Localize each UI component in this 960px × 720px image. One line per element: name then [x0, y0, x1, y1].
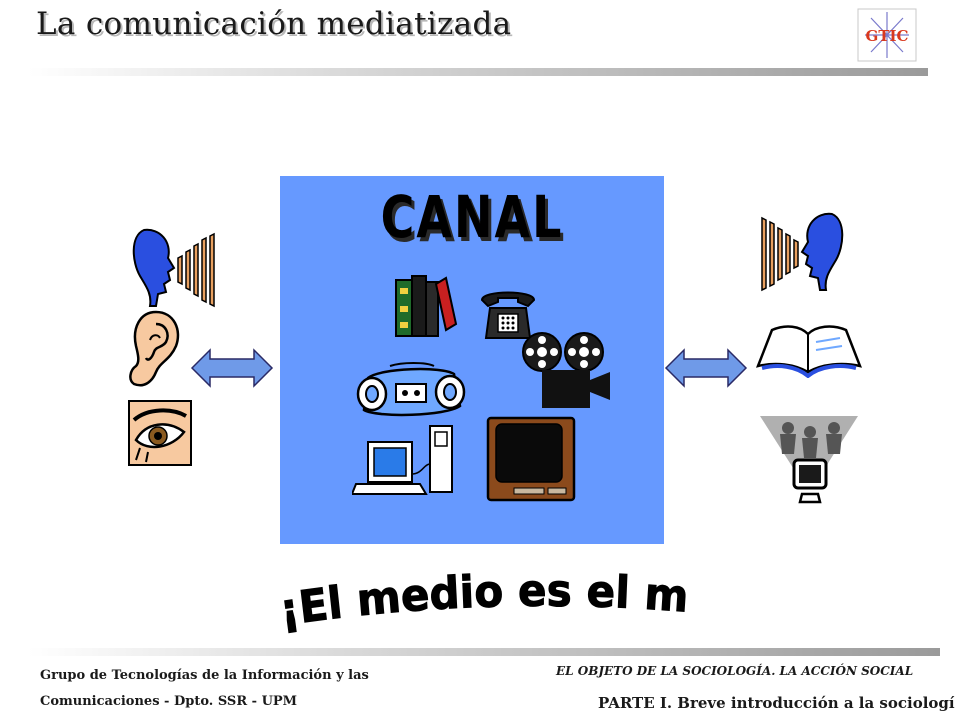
logo-text: GTIC — [866, 27, 909, 45]
radio-cassette-icon — [356, 362, 466, 417]
telephone-icon — [480, 291, 536, 339]
canal-title: CANAL — [380, 183, 564, 251]
speaking-head-icon — [132, 228, 215, 308]
audience-screen-icon — [760, 416, 858, 504]
left-double-arrow — [190, 348, 274, 388]
right-double-arrow — [664, 348, 748, 388]
slogan-wordart: ¡El medio es el mensaje! — [270, 552, 690, 634]
canal-panel: CANAL — [280, 176, 664, 544]
film-projector-icon — [522, 332, 610, 408]
television-icon — [486, 416, 576, 502]
bottom-divider — [28, 648, 940, 656]
books-icon — [395, 275, 458, 337]
svg-text:¡El medio es el mensaje!: ¡El medio es el mensaje! — [270, 552, 690, 634]
gtic-logo: GTIC — [857, 8, 917, 62]
footer-section-title: EL OBJETO DE LA SOCIOLOGÍA. LA ACCIÓN SO… — [556, 664, 914, 678]
top-divider — [28, 68, 928, 76]
computer-icon — [352, 425, 453, 495]
slide-title: La comunicación mediatizada — [36, 6, 512, 42]
eye-icon — [128, 400, 192, 466]
speaking-head-icon — [761, 212, 844, 292]
slogan-text: ¡El medio es el mensaje! — [270, 552, 690, 634]
footer-group-line1: Grupo de Tecnologías de la Información y… — [40, 668, 369, 683]
ear-icon — [129, 310, 180, 387]
footer-part-title: PARTE I. Breve introducción a la sociolo… — [598, 694, 955, 712]
footer-group-line2: Comunicaciones - Dpto. SSR - UPM — [40, 694, 298, 709]
open-book-icon — [756, 325, 862, 378]
